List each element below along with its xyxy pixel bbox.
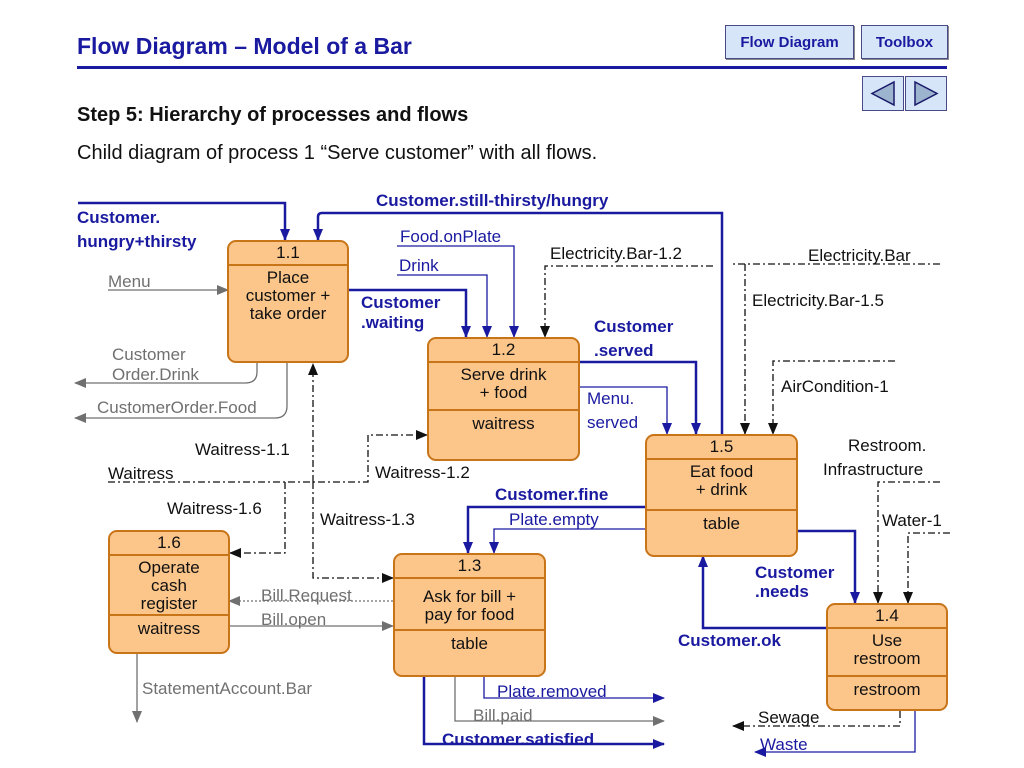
process-1-3[interactable]: 1.3 Ask for bill + pay for food table bbox=[393, 553, 546, 677]
process-name: Operate cash register bbox=[138, 558, 200, 613]
flow-waste bbox=[754, 711, 916, 757]
label-bill-paid: Bill.paid bbox=[473, 706, 533, 725]
process-actor: waitress bbox=[110, 614, 228, 652]
label-waste: Waste bbox=[760, 735, 808, 754]
label-customer-served-2: .served bbox=[594, 341, 654, 360]
label-customer-hungry-1: Customer. bbox=[77, 208, 161, 227]
label-menu-served-2: served bbox=[587, 413, 639, 432]
process-1-6[interactable]: 1.6 Operate cash register waitress bbox=[108, 530, 230, 654]
label-customer-order-food: CustomerOrder.Food bbox=[97, 398, 257, 417]
label-waitress-11: Waitress-1.1 bbox=[195, 440, 290, 459]
process-id: 1.5 bbox=[647, 436, 796, 460]
label-bill-open: Bill.open bbox=[261, 610, 327, 629]
process-id: 1.6 bbox=[110, 532, 228, 556]
next-slide-button[interactable] bbox=[905, 76, 947, 111]
flow-sewage bbox=[732, 711, 901, 731]
label-customer-served-1: Customer bbox=[594, 317, 674, 336]
step-description: Child diagram of process 1 “Serve custom… bbox=[77, 142, 598, 164]
flow-drink bbox=[397, 274, 492, 338]
flow-customer-hungry bbox=[78, 201, 290, 241]
process-name: Ask for bill + pay for food bbox=[422, 587, 517, 624]
flow-customer-order-drink bbox=[74, 362, 258, 388]
process-name: Place customer + take order bbox=[245, 268, 331, 323]
label-plate-removed: Plate.removed bbox=[497, 682, 607, 701]
flow-customer-order-food bbox=[74, 362, 288, 423]
label-customer-waiting-1: Customer bbox=[361, 293, 441, 312]
label-waitress-13: Waitress-1.3 bbox=[320, 510, 415, 529]
label-electricity-bar: Electricity.Bar bbox=[808, 246, 911, 265]
label-customer-order-drink-1: Customer bbox=[112, 345, 186, 364]
process-1-5[interactable]: 1.5 Eat food + drink table bbox=[645, 434, 798, 557]
process-actor: table bbox=[395, 629, 544, 675]
process-name: Serve drink + food bbox=[460, 365, 547, 402]
page-title: Flow Diagram – Model of a Bar bbox=[77, 33, 412, 59]
label-customer-needs-2: .needs bbox=[755, 582, 809, 601]
process-name: Use restroom bbox=[853, 631, 921, 668]
flow-restroom-infra bbox=[873, 481, 940, 604]
label-customer-order-drink-2: Order.Drink bbox=[112, 365, 199, 384]
flow-waitress bbox=[108, 430, 428, 483]
label-restroom-infra-2: Infrastructure bbox=[823, 460, 924, 479]
process-1-4[interactable]: 1.4 Use restroom restroom bbox=[826, 603, 948, 711]
process-actor: waitress bbox=[429, 409, 578, 459]
label-electricity-bar-12: Electricity.Bar-1.2 bbox=[550, 244, 682, 263]
process-actor: table bbox=[647, 509, 796, 555]
flow-plate-removed bbox=[483, 677, 665, 703]
flow-aircondition bbox=[768, 360, 895, 435]
label-electricity-bar-15: Electricity.Bar-1.5 bbox=[752, 291, 884, 310]
title-divider bbox=[77, 66, 947, 69]
label-food-on-plate: Food.onPlate bbox=[400, 227, 502, 246]
flow-bill-paid bbox=[454, 677, 665, 726]
process-actor: restroom bbox=[828, 675, 946, 709]
label-customer-fine: Customer.fine bbox=[495, 485, 609, 504]
label-sewage: Sewage bbox=[758, 708, 820, 727]
step-heading: Step 5: Hierarchy of processes and flows bbox=[77, 104, 469, 126]
flow-water bbox=[903, 532, 950, 604]
flow-plate-empty bbox=[489, 528, 645, 554]
flow-menu-served bbox=[580, 386, 672, 435]
label-drink: Drink bbox=[399, 256, 439, 275]
flow-customer-fine bbox=[463, 505, 645, 554]
label-aircondition: AirCondition-1 bbox=[781, 377, 889, 396]
label-customer-ok: Customer.ok bbox=[678, 631, 781, 650]
triangle-left-icon bbox=[870, 80, 895, 107]
triangle-right-icon bbox=[914, 80, 939, 107]
label-statement-account: StatementAccount.Bar bbox=[142, 679, 313, 698]
flow-electricity-bar-12 bbox=[540, 265, 713, 338]
label-customer-satisfied: Customer.satisfied bbox=[442, 730, 595, 749]
flow-customer-satisfied bbox=[422, 677, 665, 749]
flow-customer-needs bbox=[797, 529, 860, 604]
flow-customer-ok bbox=[698, 555, 826, 630]
process-id: 1.3 bbox=[395, 555, 544, 579]
process-1-2[interactable]: 1.2 Serve drink + food waitress bbox=[427, 337, 580, 461]
label-customer-needs-1: Customer bbox=[755, 563, 835, 582]
process-name: Eat food + drink bbox=[689, 462, 754, 499]
label-customer-hungry-2: hungry+thirsty bbox=[77, 232, 197, 251]
flow-still-thirsty bbox=[313, 211, 724, 436]
toolbox-button[interactable]: Toolbox bbox=[861, 25, 948, 59]
label-still-thirsty: Customer.still-thirsty/hungry bbox=[376, 191, 609, 210]
label-bill-request: Bill.Request bbox=[261, 586, 352, 605]
label-plate-empty: Plate.empty bbox=[509, 510, 599, 529]
label-menu: Menu bbox=[108, 272, 151, 291]
process-id: 1.4 bbox=[828, 605, 946, 629]
flow-diagram-button[interactable]: Flow Diagram bbox=[725, 25, 854, 59]
flow-customer-waiting bbox=[348, 288, 471, 338]
flow-customer-served bbox=[580, 360, 701, 435]
label-waitress-12: Waitress-1.2 bbox=[375, 463, 470, 482]
label-water: Water-1 bbox=[882, 511, 942, 530]
flow-waitress-16 bbox=[229, 482, 286, 558]
label-customer-waiting-2: .waiting bbox=[361, 313, 425, 332]
label-waitress: Waitress bbox=[108, 464, 174, 483]
label-restroom-infra-1: Restroom. bbox=[848, 436, 927, 455]
previous-slide-button[interactable] bbox=[862, 76, 904, 111]
process-id: 1.2 bbox=[429, 339, 578, 363]
flow-food-on-plate bbox=[397, 245, 519, 338]
process-1-1[interactable]: 1.1 Place customer + take order bbox=[227, 240, 349, 363]
flow-waitress-13 bbox=[312, 482, 394, 583]
label-menu-served-1: Menu. bbox=[587, 389, 635, 408]
process-id: 1.1 bbox=[229, 242, 347, 266]
label-waitress-16: Waitress-1.6 bbox=[167, 499, 262, 518]
